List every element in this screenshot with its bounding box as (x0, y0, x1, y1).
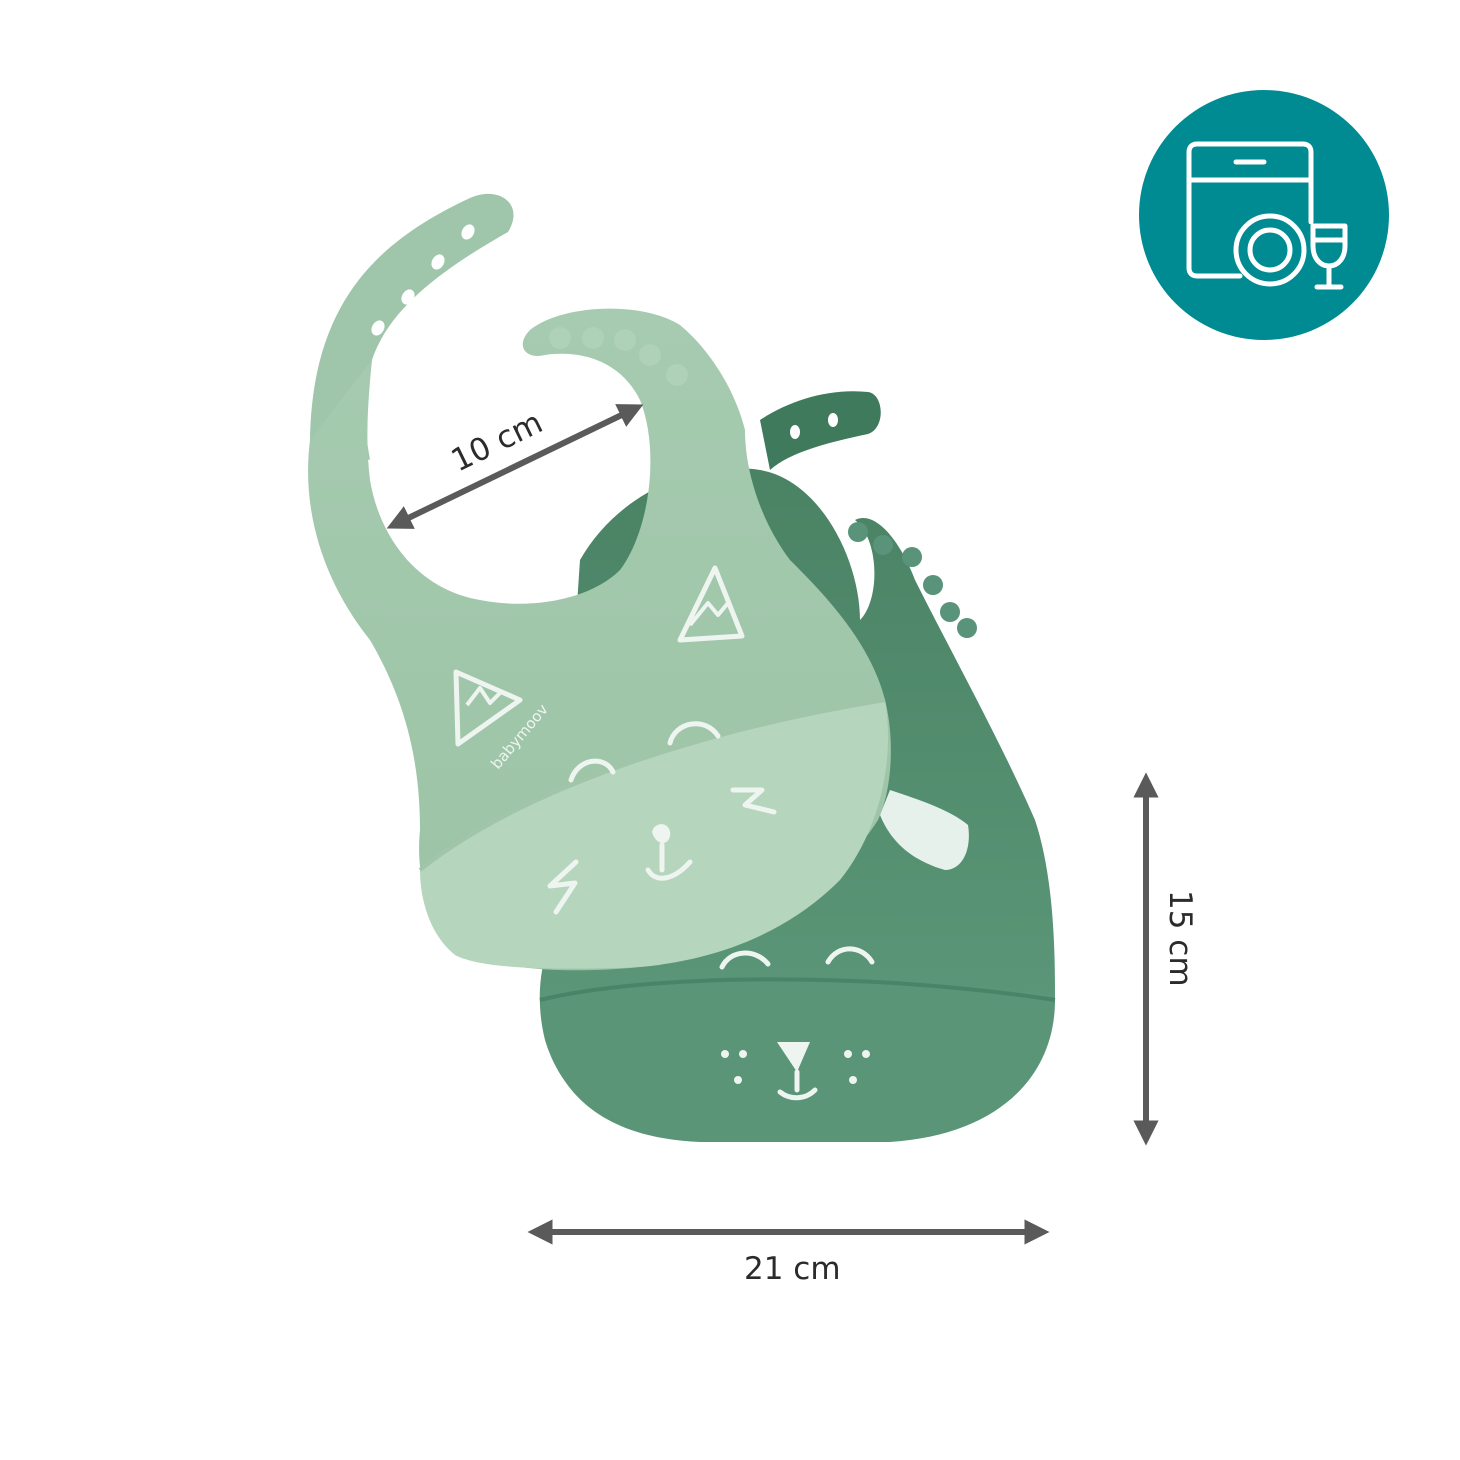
strap-hole (401, 289, 415, 305)
light-bib-peg (666, 364, 688, 386)
dog-mouth (777, 1069, 818, 1101)
strap-hole (828, 413, 838, 427)
strap-hole (461, 224, 475, 240)
dark-bib-peg (902, 547, 922, 567)
dark-bib-peg (957, 618, 977, 638)
dark-bib-strap (760, 391, 881, 470)
strap-hole (431, 254, 445, 270)
dog-nose (777, 1042, 810, 1072)
cat-mouth (645, 842, 693, 881)
neck-dimension: 10 cm (386, 404, 644, 529)
strap-hole (371, 320, 385, 336)
width-dimension: 21 cm (527, 1219, 1050, 1287)
height-dimension: 15 cm (1133, 772, 1198, 1146)
dishwasher-safe-icon (1186, 141, 1348, 290)
cat-nose (652, 824, 671, 844)
cat-whisker-left (547, 859, 579, 915)
height-dimension-label: 15 cm (1162, 890, 1198, 987)
dark-bib-peg (940, 602, 960, 622)
cat-eye-left (568, 758, 616, 783)
dark-bib-peg (848, 522, 868, 542)
cat-ear-left (453, 669, 523, 747)
light-bib-peg (614, 329, 636, 351)
width-dimension-label: 21 cm (744, 1251, 841, 1287)
dark-bib-peg (873, 535, 893, 555)
dog-dot (721, 1050, 729, 1058)
dog-dot (739, 1050, 747, 1058)
dog-dot (849, 1076, 857, 1084)
dog-ear-patch (880, 790, 969, 870)
dishwasher-badge (1139, 90, 1389, 340)
neck-arrow (386, 404, 644, 529)
dog-dot (862, 1050, 870, 1058)
cat-whisker-right (730, 787, 777, 815)
neck-dimension-label: 10 cm (446, 405, 549, 480)
light-green-bib: babymoov (308, 193, 891, 971)
dog-dot (734, 1076, 742, 1084)
dog-eye-right (825, 946, 875, 965)
strap-hole (790, 425, 800, 439)
light-bib-peg (639, 344, 661, 366)
light-bib-peg (582, 327, 604, 349)
cat-eye-right (667, 721, 721, 746)
dark-bib-peg (923, 575, 943, 595)
dog-eye-left (719, 950, 771, 970)
dog-dot (844, 1050, 852, 1058)
light-bib-peg (549, 327, 571, 349)
